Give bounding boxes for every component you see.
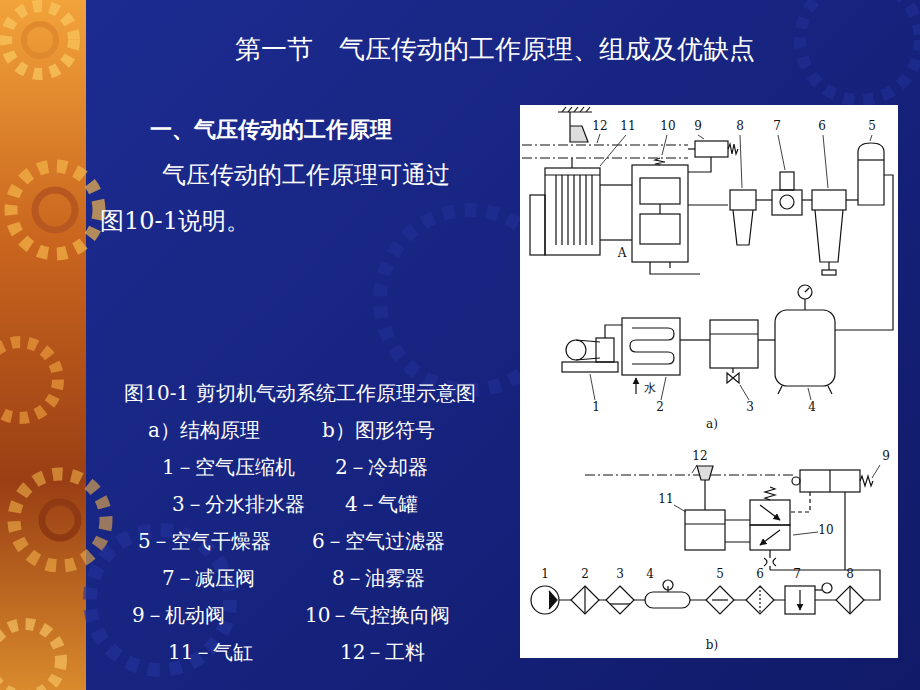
water-separator <box>710 320 775 383</box>
callout-number: 8 <box>736 120 744 134</box>
panel-label: a) <box>706 418 718 432</box>
figure-panel <box>520 105 898 658</box>
workpiece-symbol <box>585 474 795 475</box>
body-text: 气压传动的工作原理可通过图10-1说明。 <box>100 152 472 244</box>
legend-key: 10－气控换向阀 <box>305 604 450 627</box>
callout-number: 4 <box>808 401 816 415</box>
callout-number: 8 <box>846 568 854 582</box>
callout-number: 7 <box>773 120 781 134</box>
callout-number: 6 <box>756 568 764 582</box>
oil-mister <box>688 190 772 245</box>
cooler <box>622 318 710 394</box>
callout-number: 1 <box>592 401 600 415</box>
legend-key: 4－气罐 <box>345 493 418 516</box>
air-tank <box>775 285 835 394</box>
legend-key: 1－空气压缩机 <box>162 456 295 479</box>
air-dryer <box>835 143 893 330</box>
ground-hatch <box>558 107 592 142</box>
callout-number: 10 <box>660 120 675 134</box>
legend-key: 6－空气过滤器 <box>312 530 445 553</box>
legend-key: 3－分水排水器 <box>172 493 305 516</box>
callout-number: 11 <box>658 493 673 507</box>
pressure-reducer <box>772 172 812 215</box>
legend-key: 5－空气干燥器 <box>138 530 271 553</box>
machine-valve <box>688 141 738 172</box>
callout-number: 9 <box>694 120 702 134</box>
compressor <box>562 325 622 372</box>
callout-number: 1 <box>541 568 549 582</box>
slide-title: 第一节 气压传动的工作原理、组成及优缺点 <box>235 35 755 65</box>
callout-number: 2 <box>656 401 664 415</box>
sub-caption: a）结构原理 <box>148 419 260 442</box>
callout-number: 2 <box>581 568 589 582</box>
callout-number: 5 <box>868 120 876 134</box>
callout-number: 11 <box>620 120 635 134</box>
panel-label: b) <box>706 639 718 653</box>
pilot-valve <box>600 158 700 274</box>
legend-key: 11－气缸 <box>168 641 253 664</box>
callout-number: 7 <box>793 568 801 582</box>
leader-lines <box>590 134 872 400</box>
callout-number: 9 <box>882 450 890 464</box>
callout-number: 10 <box>818 524 833 538</box>
component-symbols <box>531 580 864 614</box>
figure-caption: 图10-1 剪切机气动系统工作原理示意图 <box>124 382 475 405</box>
machine-valve-symbol <box>790 470 873 570</box>
callout-number: 3 <box>746 401 754 415</box>
legend-key: 7－减压阀 <box>162 567 255 590</box>
legend-key: 2－冷却器 <box>335 456 428 479</box>
valve-symbol <box>750 487 790 570</box>
medium-label: 水 <box>644 382 656 396</box>
callout-number: 6 <box>818 120 826 134</box>
leader-lines-b <box>674 465 880 535</box>
cylinder-symbol <box>685 466 750 550</box>
cylinder <box>530 158 600 255</box>
callout-number: 5 <box>716 568 724 582</box>
callout-number: 4 <box>646 568 654 582</box>
legend-key: 12－工料 <box>340 641 425 664</box>
callout-number: 3 <box>616 568 624 582</box>
callout-number: 12 <box>592 120 607 134</box>
air-filter <box>812 190 858 275</box>
section-heading: 一、气压传动的工作原理 <box>150 117 392 142</box>
port-label: A <box>618 247 627 261</box>
callout-number: 12 <box>692 450 707 464</box>
legend-key: 8－油雾器 <box>332 567 425 590</box>
legend-key: 9－机动阀 <box>132 604 225 627</box>
upper-blade <box>570 112 588 142</box>
sub-caption: b）图形符号 <box>322 419 435 442</box>
